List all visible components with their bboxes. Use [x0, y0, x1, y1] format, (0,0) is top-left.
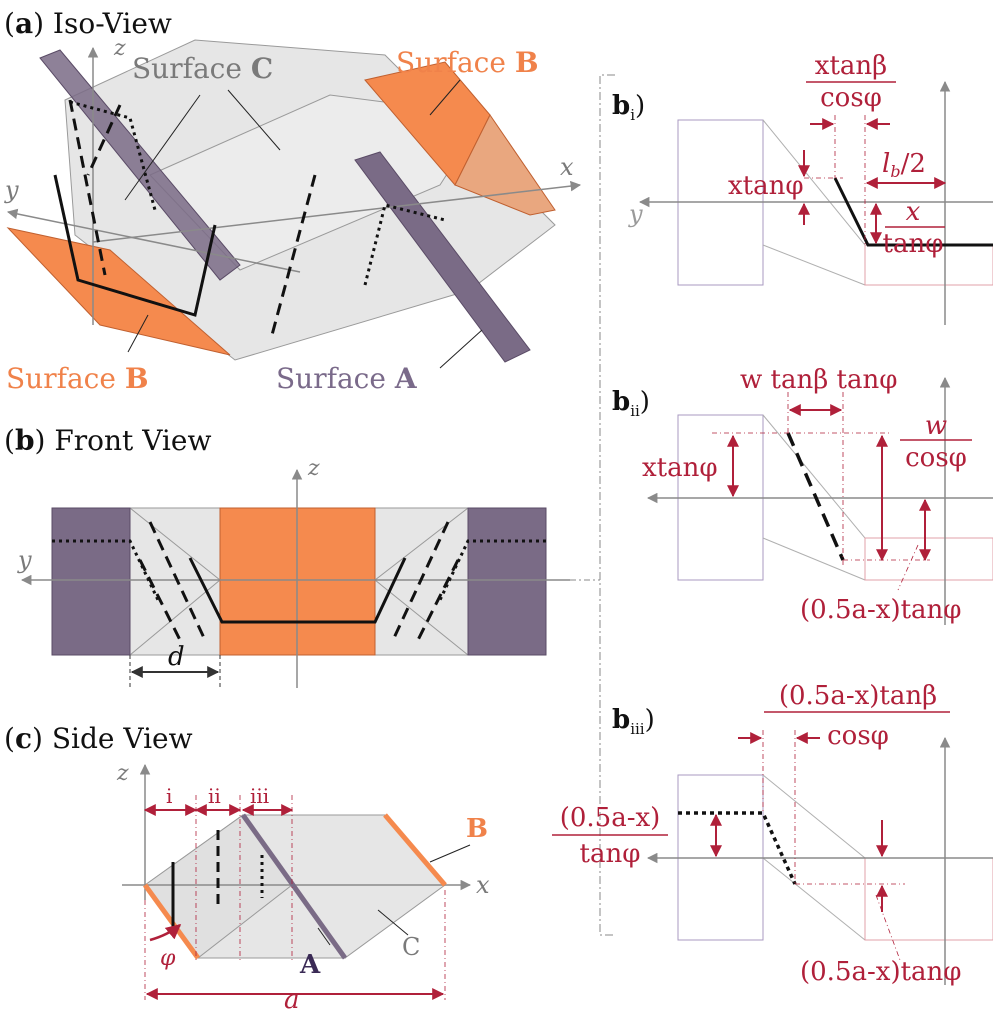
iso-solid-line — [53, 174, 217, 317]
biii-dotted-line — [678, 811, 797, 885]
side-leader-c — [377, 909, 409, 936]
leader-surface-b-top — [429, 79, 461, 116]
side-edge-b-right — [383, 813, 447, 887]
side-region-ii: ii — [208, 784, 221, 808]
bi-frac-den: tanφ — [883, 229, 944, 259]
panel-b-title: (b) Front View — [4, 424, 211, 457]
iso-dashed-line-2 — [86, 104, 122, 176]
front-purple-right — [467, 507, 547, 656]
bi-lb-label: lb/2 — [882, 149, 926, 181]
panels-separator — [599, 74, 615, 936]
surface-a-strip-right — [354, 151, 531, 363]
iso-x-label: x — [560, 153, 574, 181]
panel-bi: bi) y xtanβ cosφ xtanφ lb/2 x tanφ — [612, 51, 993, 325]
bi-y-label: y — [628, 200, 643, 228]
bi-left-label: xtanφ — [728, 171, 804, 201]
front-solid-line — [188, 557, 407, 624]
surface-a-strip-left — [39, 49, 241, 281]
panel-c-side-view: (c) Side View z x i ii iii — [4, 722, 490, 1014]
leader-surface-a — [439, 329, 483, 369]
biii-left-den: tanφ — [580, 839, 641, 869]
leader-surface-c-2 — [227, 89, 281, 151]
side-phi-arc — [149, 924, 182, 942]
front-dashed-left-2 — [138, 559, 182, 641]
front-dashed-right-1 — [391, 521, 450, 641]
biii-left-num: (0.5a-x) — [560, 803, 661, 833]
side-edge-a — [240, 813, 348, 960]
side-leader-a — [317, 927, 331, 946]
bii-top-label: w tanβ tanφ — [740, 365, 897, 395]
bi-gray-lower — [762, 244, 866, 286]
side-z-label: z — [116, 761, 129, 786]
panel-a-iso-view: (a) Iso-View z x y Surface C Surface B S… — [4, 7, 582, 395]
front-dashed-right-2 — [416, 559, 460, 641]
side-phi-label: φ — [160, 946, 176, 971]
side-label-c: C — [402, 933, 420, 961]
bii-bottom-label: (0.5a-x)tanφ — [800, 595, 961, 625]
bi-num-top: xtanβ — [815, 51, 887, 81]
bii-dashed-line — [786, 432, 845, 561]
bii-left-label: xtanφ — [642, 453, 718, 483]
panel-bii: bii) w tanβ tanφ xtanφ w cosφ (0.5a-x)ta… — [612, 365, 993, 625]
bi-tag: bi) — [612, 91, 645, 124]
biii-gray-lower — [762, 857, 866, 941]
bi-solid-line — [833, 177, 993, 247]
panel-b-front-view: (b) Front View d y z — [4, 424, 600, 690]
surface-c-label: Surface C — [132, 52, 273, 85]
side-x-label: x — [476, 871, 490, 899]
bii-red-frame — [864, 537, 993, 581]
side-label-a: A — [299, 950, 321, 980]
biii-den-top: cosφ — [827, 721, 889, 751]
front-purple-left — [51, 507, 131, 656]
surface-b-top-side — [454, 114, 556, 216]
bii-frac-den: cosφ — [905, 443, 967, 473]
side-region-i: i — [166, 784, 172, 808]
bi-frac-num: x — [906, 197, 921, 227]
side-a-label: a — [284, 985, 300, 1014]
front-d-label: d — [168, 642, 185, 672]
iso-dashed-line-1 — [68, 99, 107, 276]
iso-y-label: y — [4, 176, 19, 204]
iso-y-axis — [6, 208, 301, 273]
panel-a-title: (a) Iso-View — [4, 7, 172, 40]
biii-bottom-label: (0.5a-x)tanφ — [800, 957, 961, 987]
bii-leader — [897, 544, 919, 591]
surface-a-label: Surface A — [276, 362, 418, 395]
biii-leader — [875, 894, 901, 961]
iso-z-label: z — [113, 36, 126, 61]
side-label-b: B — [466, 814, 488, 844]
biii-tag: biii) — [612, 705, 655, 738]
biii-num-top: (0.5a-x)tanβ — [779, 681, 937, 711]
front-y-label: y — [17, 546, 32, 574]
iso-x-axis — [92, 180, 582, 243]
side-region-iii: iii — [250, 784, 269, 808]
biii-red-frame — [864, 857, 993, 941]
front-z-label: z — [307, 456, 320, 481]
front-dashed-left-1 — [148, 521, 207, 641]
bii-tag: bii) — [612, 387, 650, 420]
bii-gray-lower — [762, 537, 866, 581]
leader-surface-c-1 — [124, 94, 201, 201]
surface-b-left-label: Surface B — [6, 362, 149, 395]
panel-c-title: (c) Side View — [4, 722, 193, 755]
side-leader-b — [429, 844, 471, 863]
surface-b-top-label: Surface B — [396, 46, 539, 79]
leader-surface-b-left — [127, 314, 149, 353]
bii-frac-num: w — [925, 411, 947, 441]
iso-dashed-line-3 — [270, 174, 317, 336]
panel-biii: biii) (0.5a-x)tanβ cosφ (0.5a-x) tanφ (0… — [552, 681, 993, 987]
bi-den-top: cosφ — [820, 83, 882, 113]
